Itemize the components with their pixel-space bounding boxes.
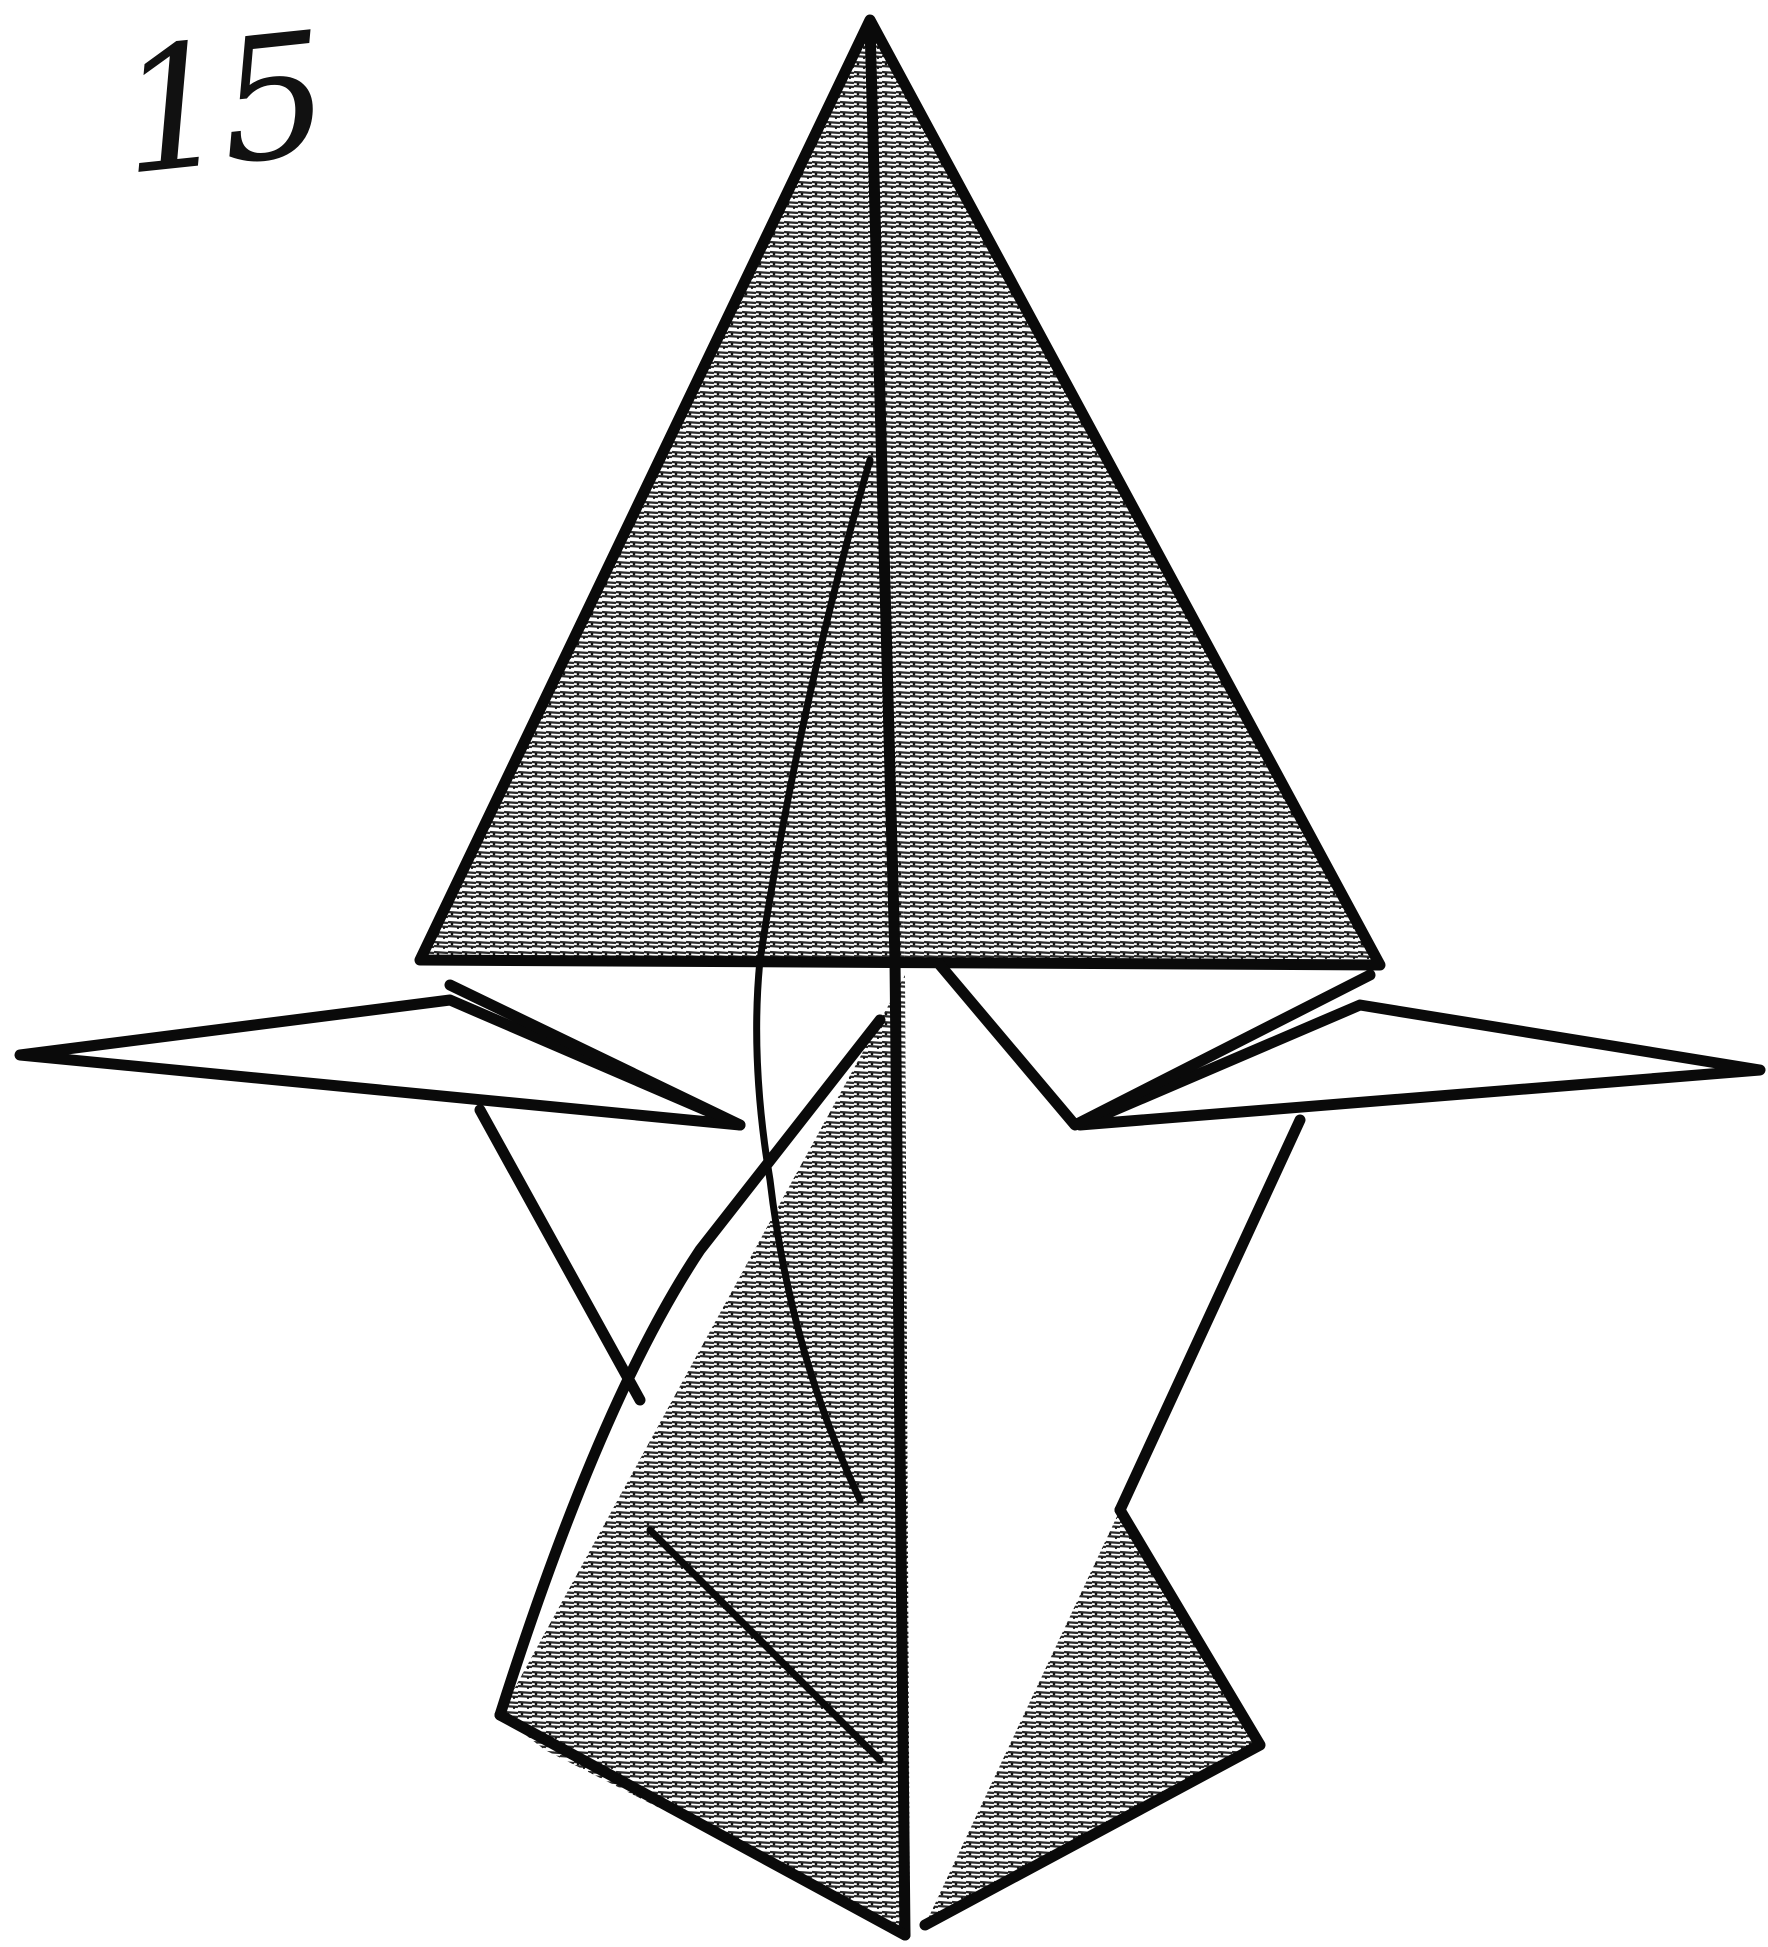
bottom-right-shaded-flap (925, 1510, 1260, 1925)
left-wing (20, 1000, 740, 1125)
body-left-edge (480, 1110, 640, 1400)
right-wing-fold (940, 965, 1370, 1125)
body-right-edge (1120, 1120, 1300, 1510)
